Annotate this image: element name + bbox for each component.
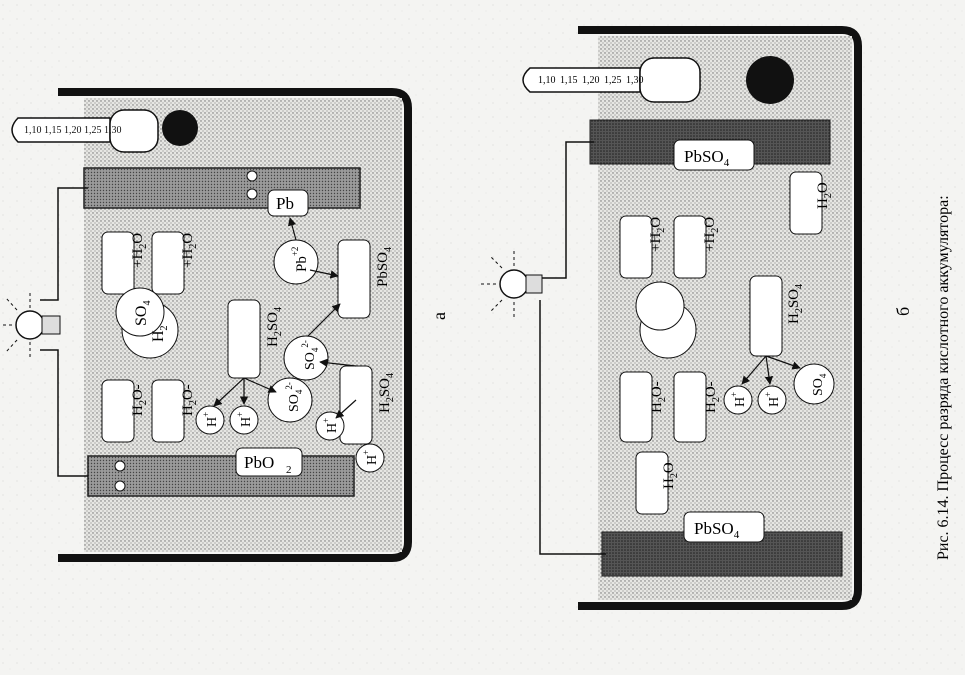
wire-b-top — [540, 141, 594, 279]
hydrometer-mark-a-0: 1,10 — [24, 125, 42, 136]
hydrometer-mark-b-0: 1,10 — [538, 75, 556, 86]
h-ion-a-3 — [315, 411, 345, 441]
wire-a-top — [40, 187, 88, 301]
h2o-minus-2: H2O- — [180, 384, 199, 416]
h2so4-box-b: H2SO4 — [786, 284, 805, 324]
hydrometer-mark-b-3: 1,25 — [604, 75, 622, 86]
label-box-pb — [267, 189, 309, 217]
label-box-pbso4-top — [673, 139, 755, 171]
h2o-b-2: +H2O — [702, 217, 721, 252]
pbso4-box-a: PbSO4 — [375, 247, 394, 287]
hydrometer-mark-b-1: 1,15 — [560, 75, 578, 86]
h-ion-a-4-label: H+ — [361, 450, 380, 465]
label-box-pbo2 — [235, 447, 303, 477]
wire-a-bottom — [40, 349, 88, 477]
terminal-marks-a — [114, 170, 258, 492]
electrode-label-pbso4-top: PbSO4 — [684, 147, 730, 169]
h2o-b-5: H2O- — [703, 381, 722, 413]
lamp-icon-b — [480, 250, 543, 318]
h-ion-a-4 — [355, 443, 385, 473]
electrode-top-a — [83, 167, 361, 209]
electrode-bottom-a — [87, 455, 355, 497]
so4-ion-a-2-label: SO42- — [300, 340, 320, 370]
h2o-b-6: H2O — [661, 462, 680, 489]
electrode-label-pbo2: PbO — [244, 453, 274, 472]
h-ion-b-2-label: H+ — [763, 392, 782, 407]
molecules-b: +H2O +H2O H2O H2O- H2O- H2O H2SO4 H+ H+ … — [619, 171, 835, 515]
so4-ion-a-2 — [283, 335, 329, 381]
h2o-minus-1: H2O- — [130, 384, 149, 416]
label-box-pbso4-bottom — [683, 511, 765, 543]
h2-label-a: H2 — [150, 325, 170, 342]
panel-b-label: б — [893, 307, 913, 316]
h-ion-a-1 — [195, 405, 225, 435]
hydrometer-mark-a-3: 1,25 — [84, 125, 102, 136]
h2o-b-1: +H2O — [648, 217, 667, 252]
h-ion-a-2 — [229, 405, 259, 435]
container-a — [58, 88, 412, 562]
hydrometer-a: 1,10 1,15 1,20 1,25 1,30 — [11, 109, 198, 153]
figure-caption: Рис. 6.14. Процесс разряда кислотного ак… — [935, 195, 952, 560]
so4-ion-a-1 — [267, 377, 313, 423]
panel-a: 1,10 1,15 1,20 1,25 1,30 Pb PbO 2 +H2O +… — [0, 88, 449, 562]
h2o-b-4: H2O- — [649, 381, 668, 413]
so4-ion-b — [793, 363, 835, 405]
h2o-b-3: H2O — [815, 182, 834, 209]
so4-label-a: SO4 — [133, 301, 153, 326]
panel-a-label: а — [429, 312, 449, 320]
hydrometer-b: 1,10 1,15 1,20 1,25 1,30 — [522, 56, 794, 104]
hydrometer-mark-a-1: 1,15 — [44, 125, 62, 136]
so4-circle-a — [115, 287, 165, 337]
hydrometer-bulb-a — [162, 110, 198, 146]
lamp-icon — [0, 292, 61, 358]
hydrometer-mark-a-4: 1,30 — [104, 125, 122, 136]
h2o-plus-1: +H2O — [130, 233, 149, 268]
pb-ion-label: Pb+2 — [290, 247, 310, 272]
h-ion-b-1 — [723, 385, 753, 415]
wire-b-bottom — [539, 300, 606, 555]
h-ion-a-2-label: H+ — [235, 412, 254, 427]
hydrometer-mark-a-2: 1,20 — [64, 125, 82, 136]
so4-ion-a-1-label: SO42- — [284, 382, 304, 412]
electrode-label-pb: Pb — [276, 194, 294, 213]
molecules-a: +H2O +H2O H2O- H2O- H2 SO4 H2SO4 H2SO4 P… — [101, 217, 396, 473]
electrode-label-pbso4-bottom: PbSO4 — [694, 519, 740, 541]
h2so4-box-2: H2SO4 — [377, 373, 396, 413]
so4-ion-b-label: SO4 — [811, 373, 828, 396]
panel-b: PbSO4 PbSO4 1,10 1,15 1,20 1,25 — [480, 26, 913, 610]
hydrometer-mark-b-2: 1,20 — [582, 75, 600, 86]
h-ion-a-1-label: H+ — [201, 412, 220, 427]
h2o-plus-2: +H2O — [180, 233, 199, 268]
h-ion-b-2 — [757, 385, 787, 415]
electrode-label-pbo2-sub: 2 — [286, 464, 292, 476]
h-ion-b-1-label: H+ — [729, 392, 748, 407]
h-ion-a-3-label: H+ — [321, 418, 340, 433]
container-b — [578, 26, 862, 610]
hydrometer-bulb-b — [746, 56, 794, 104]
hydrometer-mark-b-4: 1,30 — [626, 75, 644, 86]
h2so4-box-1: H2SO4 — [265, 307, 284, 347]
